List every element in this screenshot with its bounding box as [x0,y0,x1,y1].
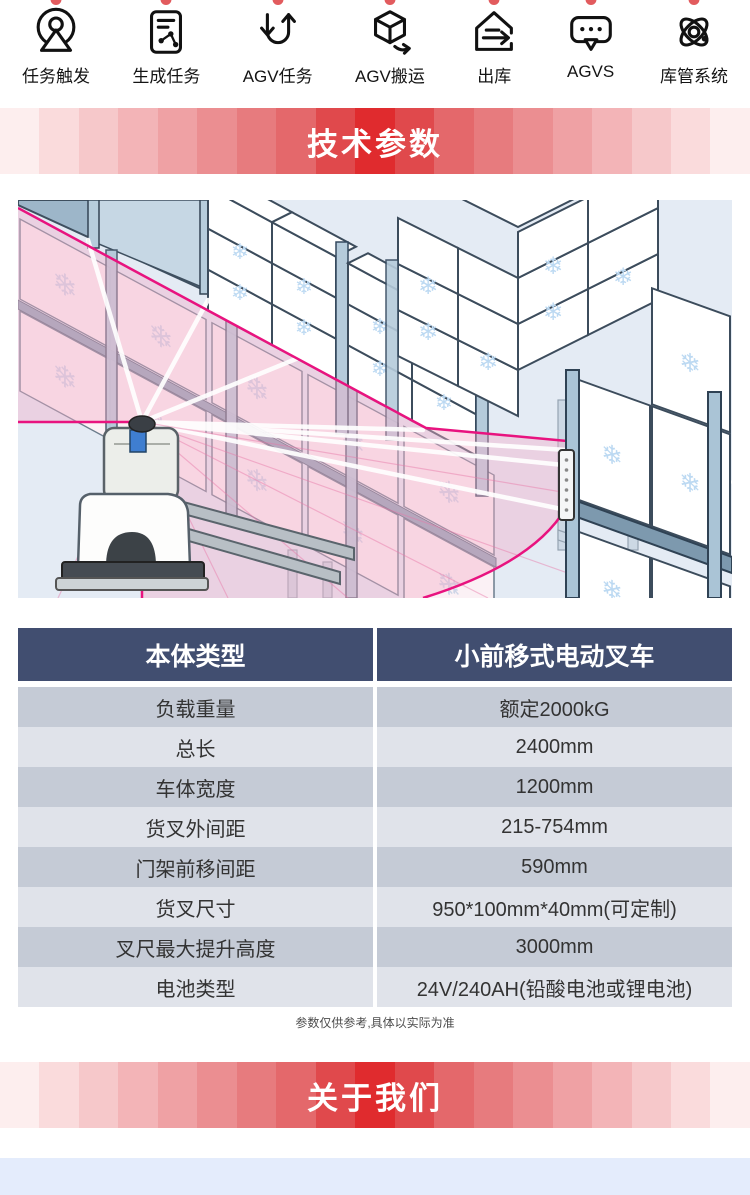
svg-text:❄: ❄ [679,465,701,503]
svg-text:❄: ❄ [478,348,498,376]
nav-item-agv-carry[interactable]: AGV搬运 [355,0,425,100]
nav-item-label: AGV搬运 [354,67,425,86]
spec-table: 本体类型 小前移式电动叉车 负载重量 额定2000kG 总长 2400mm 车体… [18,628,732,1007]
spec-value: 1200mm [377,767,732,807]
generate-task-icon [139,5,193,59]
table-row: 货叉外间距 215-754mm [18,807,732,847]
nav-item-warehouse-system[interactable]: 库管系统 [660,0,728,100]
agvs-icon [564,5,618,59]
agv-laser-scan-scene: ❄ ❄ ❄ ❄ ❄ ❄ ❄ ❄ ❄ ❄ [18,200,732,598]
nav-item-agv-task[interactable]: AGV任务 [243,0,313,100]
spec-label: 货叉外间距 [18,807,373,847]
spec-value: 950*100mm*40mm(可定制) [377,887,732,927]
red-dot [688,0,700,5]
svg-text:❄: ❄ [371,357,389,382]
disclaimer-note: 参数仅供参考,具体以实际为准 [295,1016,455,1030]
nav-item-label: 生成任务 [132,67,201,86]
svg-text:❄: ❄ [543,298,563,326]
task-trigger-icon [29,5,83,59]
nav-item-label: AGV任务 [242,67,313,86]
svg-text:❄: ❄ [679,345,701,383]
svg-text:❄: ❄ [295,316,313,341]
table-row: 门架前移间距 590mm [18,847,732,887]
spec-value: 额定2000kG [377,687,732,727]
table-row: 车体宽度 1200mm [18,767,732,807]
svg-text:❄: ❄ [371,315,389,340]
warehouse-illustration: ❄ ❄ ❄ ❄ ❄ ❄ ❄ ❄ ❄ ❄ [18,200,732,598]
red-dot [488,0,500,5]
nav-item-generate-task[interactable]: 生成任务 [132,0,200,100]
table-row: 电池类型 24V/240AH(铅酸电池或锂电池) [18,967,732,1007]
warehouse-system-icon [667,5,721,59]
spec-label: 电池类型 [18,967,373,1007]
spec-label: 负载重量 [18,687,373,727]
nav-item-task-trigger[interactable]: 任务触发 [22,0,90,100]
svg-text:❄: ❄ [231,240,249,265]
svg-text:❄: ❄ [418,272,438,300]
svg-text:❄: ❄ [613,263,633,291]
red-dot [272,0,284,5]
agv-forklift [55,415,355,591]
banner-stripes [0,108,750,174]
svg-text:❄: ❄ [601,572,623,598]
agv-task-icon [251,5,305,59]
spec-table-header: 本体类型 小前移式电动叉车 [18,628,732,681]
spec-label: 货叉尺寸 [18,887,373,927]
nav-item-agvs[interactable]: AGVS [564,0,618,100]
nav-item-label: 库管系统 [659,67,728,86]
icon-nav-row: 任务触发 生成任务 [0,0,750,100]
spec-header-model: 小前移式电动叉车 [377,628,732,681]
spec-value: 590mm [377,847,732,887]
table-row: 货叉尺寸 950*100mm*40mm(可定制) [18,887,732,927]
svg-text:❄: ❄ [231,281,249,306]
svg-text:❄: ❄ [601,437,623,475]
nav-item-label: 任务触发 [22,67,90,86]
banner-title: 技术参数 [307,126,443,162]
section-banner-tech-params: 技术参数 [0,108,750,174]
table-row: 叉尺最大提升高度 3000mm [18,927,732,967]
spec-label: 门架前移间距 [18,847,373,887]
spec-value: 24V/240AH(铅酸电池或锂电池) [377,967,732,1007]
spec-value: 2400mm [377,727,732,767]
spec-value: 3000mm [377,927,732,967]
red-dot [384,0,396,5]
spec-label: 车体宽度 [18,767,373,807]
spec-header-type: 本体类型 [18,628,373,681]
nav-item-outbound[interactable]: 出库 [467,0,521,100]
svg-text:❄: ❄ [435,391,453,416]
red-dot [50,0,62,5]
about-content-box [0,1158,750,1195]
red-dot [160,0,172,5]
banner-title: 关于我们 [307,1080,443,1116]
table-row: 总长 2400mm [18,727,732,767]
red-dot [585,0,597,5]
nav-item-label: 出库 [477,67,512,86]
svg-text:❄: ❄ [295,275,313,300]
spec-value: 215-754mm [377,807,732,847]
svg-text:❄: ❄ [418,318,438,346]
section-banner-about-us: 关于我们 [0,1062,750,1128]
outbound-icon [467,5,521,59]
banner-stripes [0,1062,750,1128]
table-row: 负载重量 额定2000kG [18,687,732,727]
spec-label: 叉尺最大提升高度 [18,927,373,967]
agv-carry-icon [363,5,417,59]
svg-text:❄: ❄ [543,252,563,280]
nav-item-label: AGVS [566,62,615,81]
spec-label: 总长 [18,727,373,767]
